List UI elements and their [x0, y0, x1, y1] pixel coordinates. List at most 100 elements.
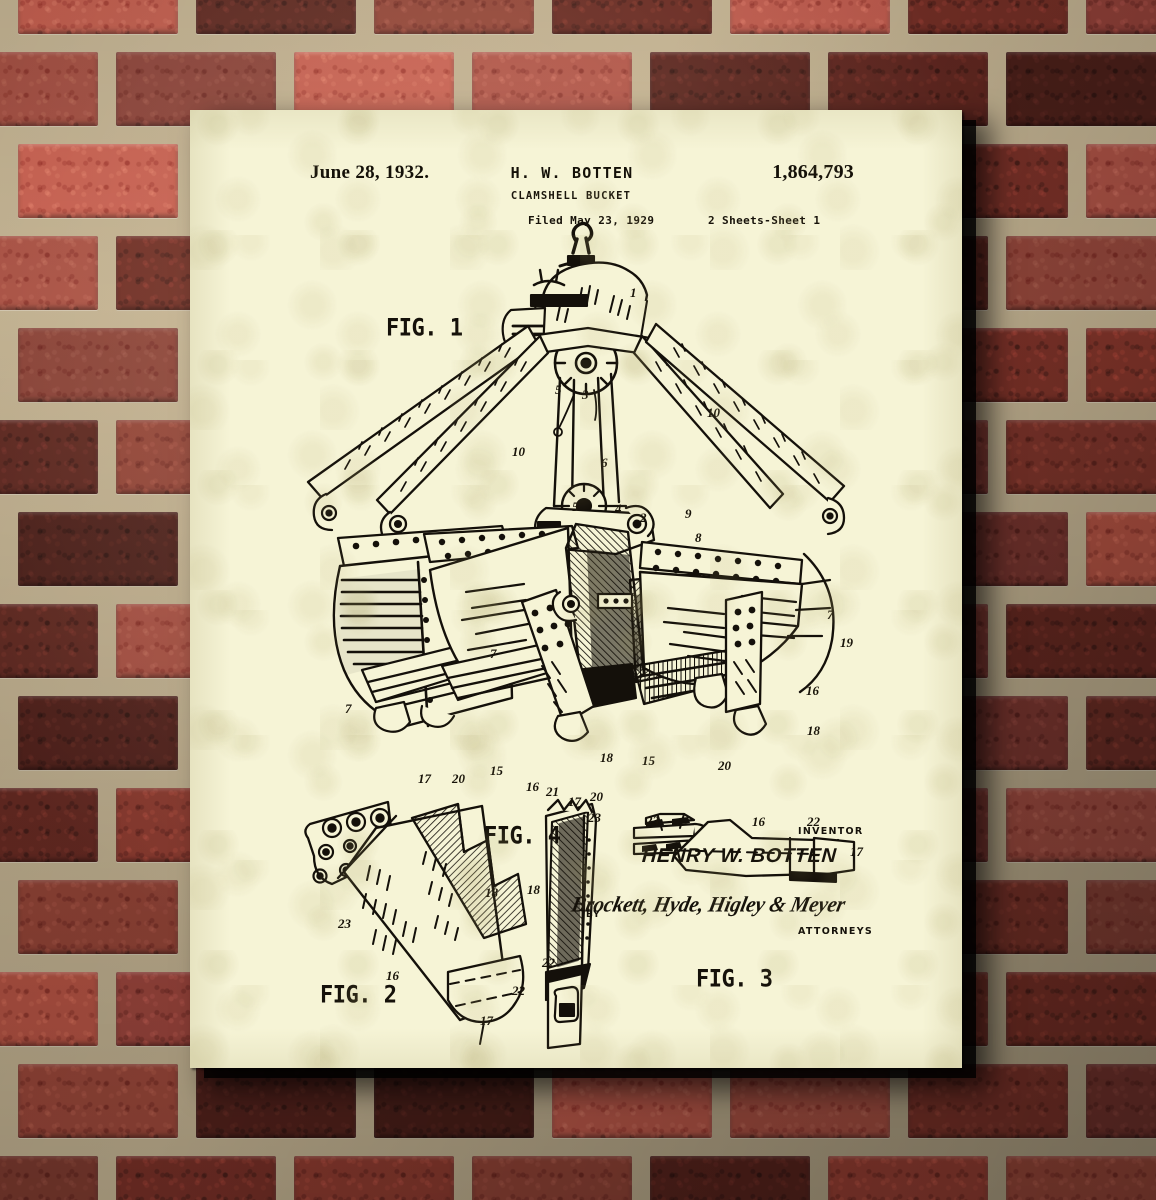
patent-drawing-canvas [304, 221, 856, 1050]
brick [730, 0, 890, 34]
reference-numeral: 15 [490, 763, 503, 778]
figure-label-3: FIG. 3 [696, 965, 773, 994]
patent-date: June 28, 1932. [310, 162, 430, 183]
reference-numeral: 18 [600, 750, 613, 765]
reference-numeral: 17 [418, 771, 431, 786]
reference-numeral: 15 [642, 753, 655, 768]
figure-label-2: FIG. 2 [320, 981, 397, 1010]
reference-numeral: 5 [555, 382, 562, 397]
brick [1006, 420, 1156, 494]
brick [294, 1156, 454, 1200]
brick [18, 328, 178, 402]
reference-numeral: 18 [485, 885, 498, 900]
brick [1086, 328, 1156, 402]
reference-numeral: 4 [615, 501, 622, 516]
reference-numeral: 5 [572, 499, 579, 514]
patent-poster[interactable]: June 28, 1932. H. W. BOTTEN 1,864,793 CL… [190, 110, 962, 1068]
reference-numeral: 22 [542, 955, 555, 970]
brick [374, 1064, 534, 1138]
brick [374, 0, 534, 34]
reference-numeral: 17 [568, 794, 581, 809]
brick [730, 1064, 890, 1138]
brick [116, 1156, 276, 1200]
reference-numeral: 16 [386, 968, 399, 983]
reference-numeral: 10 [707, 405, 720, 420]
brick [0, 420, 98, 494]
brick [18, 696, 178, 770]
brick-course [0, 0, 1156, 34]
brick [196, 1064, 356, 1138]
brick [1086, 880, 1156, 954]
patent-number: 1,864,793 [772, 161, 854, 183]
brick [650, 1156, 810, 1200]
reference-numeral: 20 [590, 789, 603, 804]
reference-numeral: 18 [527, 882, 540, 897]
brick-course [0, 1064, 1156, 1138]
brick-course [0, 1156, 1156, 1200]
reference-numeral: 21 [546, 784, 559, 799]
reference-numeral: 23 [338, 916, 351, 931]
brick [1006, 604, 1156, 678]
reference-numeral: 22 [512, 983, 525, 998]
reference-numeral: 7 [490, 646, 497, 661]
brick [196, 0, 356, 34]
inventor-label: INVENTOR [798, 826, 864, 837]
figure-label-4: FIG. 4 [484, 822, 561, 851]
reference-numeral: 16 [806, 683, 819, 698]
reference-numeral: 17 [850, 844, 863, 859]
brick [908, 1064, 1068, 1138]
reference-numeral: 3 [582, 387, 589, 402]
brick [0, 52, 98, 126]
brick [828, 1156, 988, 1200]
reference-numeral: 2 [640, 510, 647, 525]
by-label: BY [586, 910, 601, 920]
brick [1006, 52, 1156, 126]
reference-numeral: 9 [685, 506, 692, 521]
reference-numeral: 23 [588, 810, 601, 825]
brick [552, 1064, 712, 1138]
attorneys-label: ATTORNEYS [798, 926, 874, 937]
reference-numeral: 20 [452, 771, 465, 786]
reference-numeral: 8 [695, 530, 702, 545]
brick [1006, 788, 1156, 862]
reference-numeral: 20 [718, 758, 731, 773]
reference-numeral: 7 [345, 701, 352, 716]
brick [1086, 1064, 1156, 1138]
brick [1006, 972, 1156, 1046]
brick [18, 880, 178, 954]
brick [0, 1156, 98, 1200]
patent-sheet-count: 2 Sheets-Sheet 1 [708, 214, 821, 227]
reference-numeral: 7 [827, 607, 834, 622]
reference-numeral: 23 [646, 813, 659, 828]
brick [0, 604, 98, 678]
attorney-firm: Brockett, Hyde, Higley & Meyer [569, 891, 848, 917]
reference-numeral: 18 [807, 723, 820, 738]
brick [0, 236, 98, 310]
inventor-signature: HENRY W. BOTTEN [641, 845, 838, 867]
patent-filed-date: Filed May 23, 1929 [528, 214, 655, 227]
reference-numeral: 22 [807, 814, 820, 829]
brick [1086, 696, 1156, 770]
brick [0, 972, 98, 1046]
reference-numeral: 16 [526, 779, 539, 794]
brick [18, 0, 178, 34]
brick [18, 144, 178, 218]
brick [552, 0, 712, 34]
brick [1086, 0, 1156, 34]
brick [1006, 1156, 1156, 1200]
reference-numeral: 1 [630, 285, 637, 300]
brick [472, 1156, 632, 1200]
brick [908, 0, 1068, 34]
reference-numeral: 10 [512, 444, 525, 459]
reference-numeral: 19 [840, 635, 853, 650]
brick [1086, 144, 1156, 218]
reference-numeral: 16 [752, 814, 765, 829]
reference-numeral: 6 [601, 455, 608, 470]
reference-numeral: 17 [480, 1013, 493, 1028]
patent-title: CLAMSHELL BUCKET [510, 190, 632, 202]
patent-inventor-line: H. W. BOTTEN [510, 164, 634, 182]
brick [18, 512, 178, 586]
brick [18, 1064, 178, 1138]
brick [0, 788, 98, 862]
brick [1086, 512, 1156, 586]
